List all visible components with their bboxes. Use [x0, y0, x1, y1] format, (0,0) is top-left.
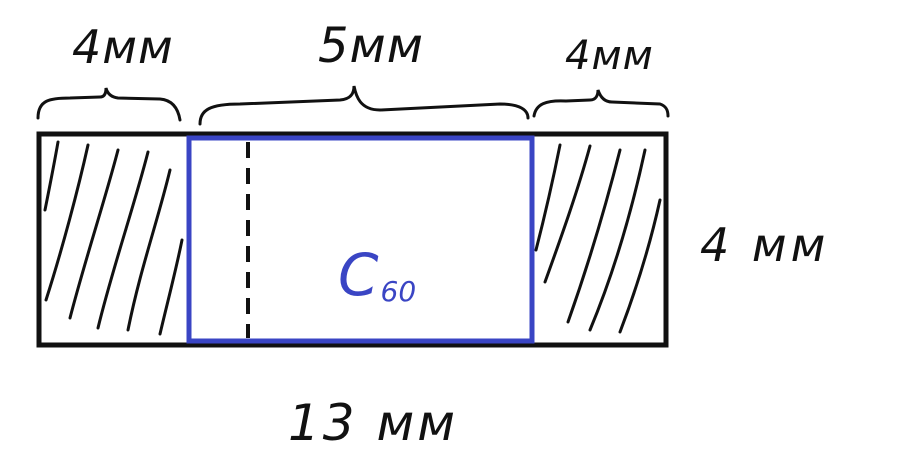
braces [36, 85, 670, 126]
right-width-label: 4мм [565, 33, 654, 79]
brace-middle [198, 85, 530, 126]
left-hatching [43, 140, 184, 336]
total-width-label: 13 мм [288, 394, 458, 452]
left-width-label: 4мм [72, 20, 174, 74]
brace-left [36, 87, 182, 122]
brace-right [532, 89, 670, 118]
right-hatching [534, 143, 662, 334]
c60-symbol: C [338, 241, 379, 309]
middle-width-label: 5мм [318, 18, 424, 74]
height-label: 4 мм [700, 218, 830, 272]
outer-rectangle [36, 131, 669, 348]
inner-rectangle [186, 135, 535, 344]
c60-label: C60 [338, 246, 416, 306]
c60-subscript: 60 [380, 275, 417, 308]
